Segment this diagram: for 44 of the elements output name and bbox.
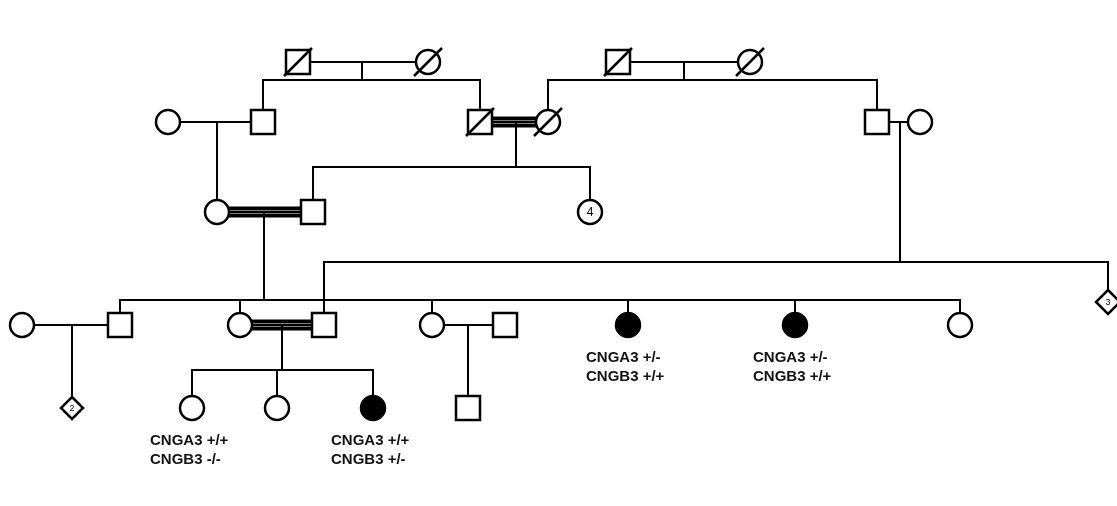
- male-symbol: [455, 395, 481, 421]
- descent-line: [216, 121, 252, 201]
- sibling-count: 3: [1104, 295, 1112, 309]
- genotype-label: CNGA3 +/+: [150, 430, 229, 449]
- male-symbol: [250, 109, 276, 135]
- genotype-label: CNGB3 +/-: [331, 449, 406, 468]
- female-symbol: [9, 312, 35, 338]
- female-symbol: [419, 312, 445, 338]
- female-symbol: [264, 395, 290, 421]
- genotype-label: CNGA3 +/-: [753, 347, 828, 366]
- male-symbol: [300, 199, 326, 225]
- male-symbol: [864, 109, 890, 135]
- deceased-male-symbol: [465, 107, 495, 137]
- female-symbol: [907, 109, 933, 135]
- descent-line: [361, 61, 481, 111]
- male-symbol: [492, 312, 518, 338]
- female-symbol: [155, 109, 181, 135]
- deceased-female-symbol: [413, 47, 443, 77]
- affected-female-symbol: [615, 312, 641, 338]
- genotype-label: CNGB3 +/+: [753, 366, 832, 385]
- male-symbol: [107, 312, 133, 338]
- descent-line: [467, 324, 494, 397]
- deceased-female-symbol: [533, 107, 563, 137]
- genotype-label: CNGB3 +/+: [586, 366, 665, 385]
- affected-female-symbol: [360, 395, 386, 421]
- female-symbol: [577, 199, 603, 225]
- female-symbol: [204, 199, 230, 225]
- deceased-male-symbol: [283, 47, 313, 77]
- genotype-label: CNGB3 -/-: [150, 449, 221, 468]
- genotype-label: CNGA3 +/+: [331, 430, 410, 449]
- female-symbol: [179, 395, 205, 421]
- unknown-sex-symbol: [60, 396, 84, 420]
- descent-line: [71, 324, 109, 398]
- female-symbol: [947, 312, 973, 338]
- male-symbol: [311, 312, 337, 338]
- deceased-male-symbol: [603, 47, 633, 77]
- deceased-female-symbol: [735, 47, 765, 77]
- sibling-count: 4: [585, 204, 595, 221]
- descent-line: [683, 61, 878, 111]
- unknown-sex-symbol: [1095, 289, 1117, 315]
- sibling-count: 2: [68, 401, 76, 415]
- affected-female-symbol: [782, 312, 808, 338]
- genotype-label: CNGA3 +/-: [586, 347, 661, 366]
- female-symbol: [227, 312, 253, 338]
